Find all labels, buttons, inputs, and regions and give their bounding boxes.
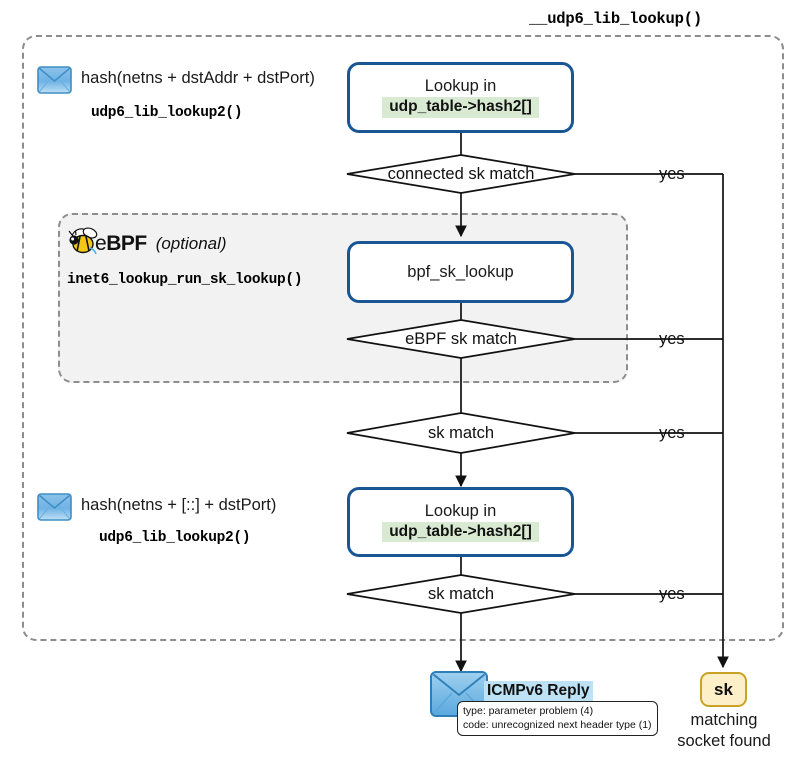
process-line-1: Lookup in: [424, 77, 497, 96]
hash-label-2: hash(netns + [::] + dstPort): [81, 496, 277, 514]
process-lookup-hash2-1[interactable]: Lookup in udp_table->hash2[]: [347, 62, 574, 133]
lookup2-fn-caption-1: udp6_lib_lookup2(): [91, 105, 243, 121]
process-line-2: Lookup in: [424, 501, 497, 520]
page-title: __udp6_lib_lookup(): [529, 10, 702, 28]
process-code-2: udp_table->hash2[]: [382, 521, 539, 543]
process-bpf-sk-lookup[interactable]: bpf_sk_lookup: [347, 241, 574, 303]
outer-function-group: [22, 35, 784, 641]
sk-terminal-caption: matching socket found: [653, 710, 795, 751]
icmpv6-reply-label: ICMPv6 Reply: [484, 681, 593, 701]
ebpf-brand-e: e: [95, 232, 107, 255]
decision-connected-sk-match: connected sk match: [387, 165, 535, 183]
ebpf-brand-text: eBPF: [95, 232, 147, 256]
process-code-1: udp_table->hash2[]: [382, 97, 539, 118]
envelope-icon: [37, 493, 72, 521]
sk-terminal-node[interactable]: sk: [700, 672, 747, 707]
sk-caption-line-2: socket found: [677, 731, 771, 750]
lookup2-fn-caption-2: udp6_lib_lookup2(): [99, 530, 251, 546]
ebpf-optional-label: (optional): [155, 234, 227, 253]
ebpf-brand: eBPF (optional): [95, 232, 227, 256]
yes-label-1: yes: [659, 165, 685, 183]
icmpv6-reply-note: type: parameter problem (4) code: unreco…: [457, 701, 658, 737]
yes-label-3: yes: [659, 424, 685, 442]
sk-caption-line-1: matching: [690, 711, 758, 729]
icmp-note-type: type: parameter problem (4): [463, 705, 594, 717]
hash-label-1: hash(netns + dstAddr + dstPort): [81, 69, 315, 87]
ebpf-function-caption: inet6_lookup_run_sk_lookup(): [67, 272, 303, 288]
ebpf-brand-bpf: BPF: [106, 232, 147, 255]
process-lookup-hash2-2[interactable]: Lookup in udp_table->hash2[]: [347, 487, 574, 557]
icmp-note-code: code: unrecognized next header type (1): [463, 719, 652, 732]
decision-ebpf-sk-match: eBPF sk match: [405, 330, 517, 348]
decision-sk-match-2: sk match: [427, 585, 495, 603]
yes-label-4: yes: [659, 585, 685, 603]
process-line-bpf: bpf_sk_lookup: [407, 262, 514, 281]
envelope-icon: [37, 66, 72, 94]
yes-label-2: yes: [659, 330, 685, 348]
decision-sk-match-1: sk match: [427, 424, 495, 442]
bee-icon: [68, 227, 98, 255]
